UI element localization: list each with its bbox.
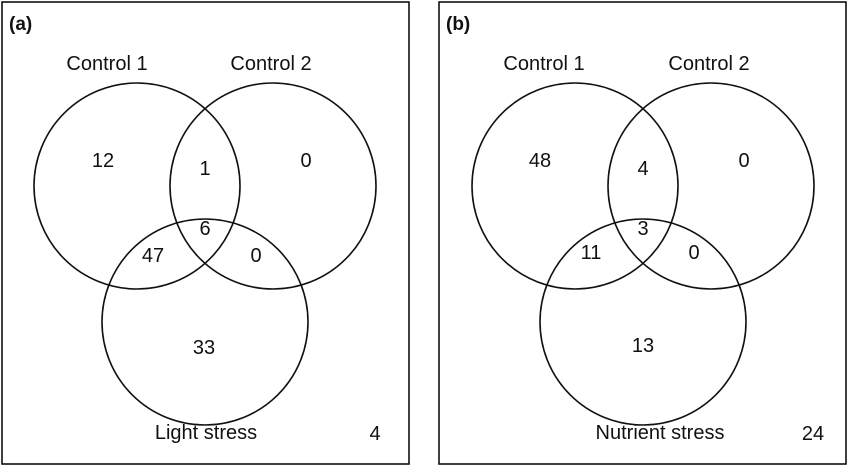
panel-b: (b) Control 1 Control 2 Nutrient stress …: [438, 1, 847, 465]
panel-a-count-control-1-and-stress: 47: [142, 245, 164, 267]
panel-b-count-outside: 24: [802, 423, 824, 445]
panel-b-label: (b): [446, 14, 470, 35]
panel-a-circle-control-2: [169, 82, 377, 290]
panel-b-set-label-nutrient-stress: Nutrient stress: [596, 422, 725, 444]
panel-b-circle-control-2: [607, 82, 815, 290]
panel-a: (a) Control 1 Control 2 Light stress 12 …: [1, 1, 410, 465]
panel-b-circle-nutrient-stress: [539, 218, 747, 426]
panel-b-set-label-control-2: Control 2: [668, 53, 749, 75]
panel-b-frame: [438, 1, 847, 465]
panel-b-count-control-1-and-stress: 11: [581, 242, 602, 264]
panel-b-set-label-control-1: Control 1: [503, 53, 584, 75]
panel-a-frame: [1, 1, 410, 465]
panel-a-set-label-light-stress: Light stress: [155, 422, 257, 444]
panel-a-count-control-2-and-stress: 0: [250, 245, 261, 267]
panel-a-count-all-three: 6: [199, 218, 210, 240]
panel-a-set-label-control-1: Control 1: [66, 53, 147, 75]
panel-a-label: (a): [9, 14, 32, 35]
panel-a-count-control-1-and-2: 1: [199, 158, 210, 180]
panel-b-count-control-1-only: 48: [529, 150, 551, 172]
panel-a-count-control-1-only: 12: [92, 150, 114, 172]
panel-a-circle-control-1: [33, 82, 241, 290]
panel-b-count-stress-only: 13: [632, 335, 654, 357]
panel-b-circle-control-1: [471, 82, 679, 290]
panel-b-count-control-1-and-2: 4: [637, 158, 648, 180]
panel-a-circle-light-stress: [101, 218, 309, 426]
panel-a-count-control-2-only: 0: [300, 150, 311, 172]
panel-b-count-control-2-and-stress: 0: [688, 242, 699, 264]
panel-b-count-all-three: 3: [637, 218, 648, 240]
panel-a-set-label-control-2: Control 2: [230, 53, 311, 75]
panel-a-count-stress-only: 33: [193, 337, 215, 359]
panel-a-count-outside: 4: [369, 423, 380, 445]
panel-b-count-control-2-only: 0: [738, 150, 749, 172]
